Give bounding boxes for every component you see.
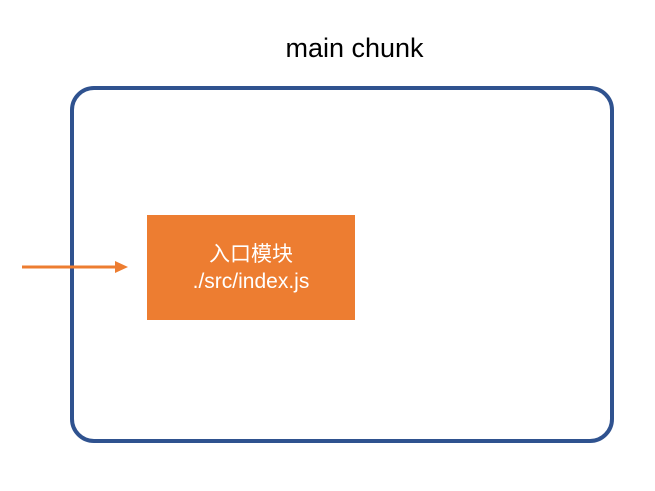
chunk-title: main chunk [285, 33, 424, 63]
entry-module-path: ./src/index.js [192, 269, 310, 293]
entry-module-label: 入口模块 [209, 241, 293, 266]
entry-module: 入口模块 ./src/index.js [147, 215, 355, 320]
